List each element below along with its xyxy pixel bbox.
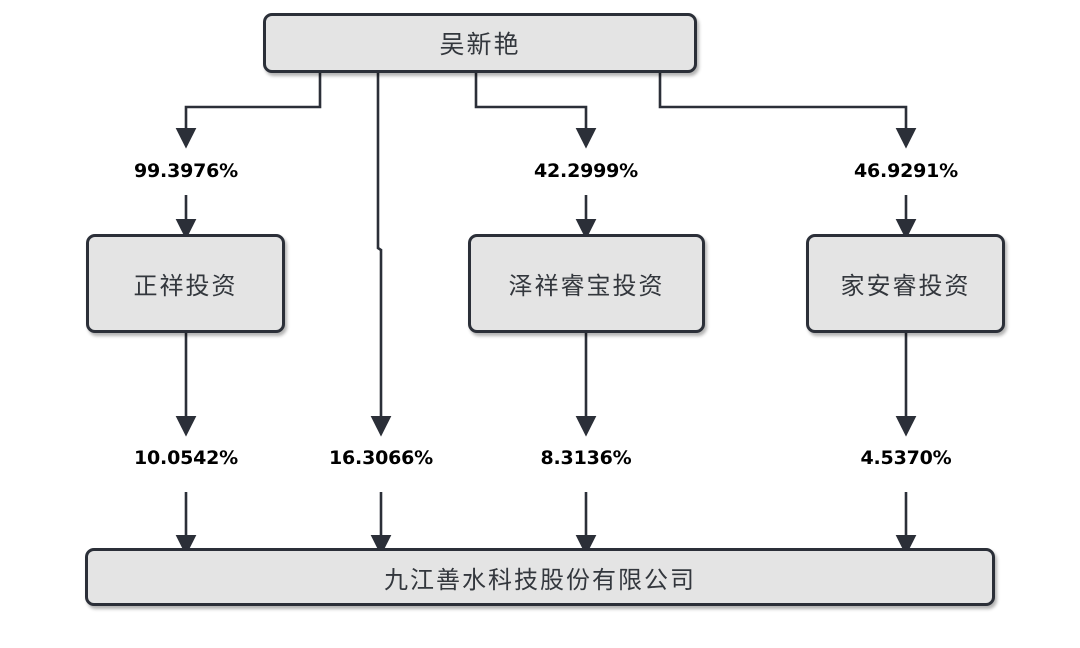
node-company-label: 九江善水科技股份有限公司 <box>384 567 696 594</box>
percent-bottom-zexiangruibao: 8.3136% <box>540 447 632 469</box>
node-top-person[interactable]: 吴新艳 <box>263 13 697 73</box>
node-zexiangruibao-investment[interactable]: 泽祥睿宝投资 <box>468 234 705 333</box>
connector-top-to-jiaanrui <box>658 73 917 149</box>
node-zexiangruibao-investment-label: 泽祥睿宝投资 <box>508 274 665 300</box>
node-company[interactable]: 九江善水科技股份有限公司 <box>85 548 995 606</box>
node-top-person-label: 吴新艳 <box>439 32 521 59</box>
connector-top-to-company-direct <box>370 73 392 437</box>
node-jiaanrui-investment[interactable]: 家安睿投资 <box>806 234 1005 333</box>
percent-top-zexiangruibao: 42.2999% <box>534 160 638 182</box>
connector-top-to-zhengxiang <box>175 73 322 149</box>
node-zhengxiang-investment[interactable]: 正祥投资 <box>86 234 285 333</box>
percent-bottom-zhengxiang: 10.0542% <box>134 447 238 469</box>
node-jiaanrui-investment-label: 家安睿投资 <box>840 274 971 300</box>
percent-top-zhengxiang: 99.3976% <box>134 160 238 182</box>
node-zhengxiang-investment-label: 正祥投资 <box>133 274 238 300</box>
percent-top-jiaanrui: 46.9291% <box>854 160 958 182</box>
percent-bottom-direct: 16.3066% <box>329 447 433 469</box>
percent-bottom-jiaanrui: 4.5370% <box>860 447 952 469</box>
connector-top-to-zexiang <box>474 73 597 149</box>
